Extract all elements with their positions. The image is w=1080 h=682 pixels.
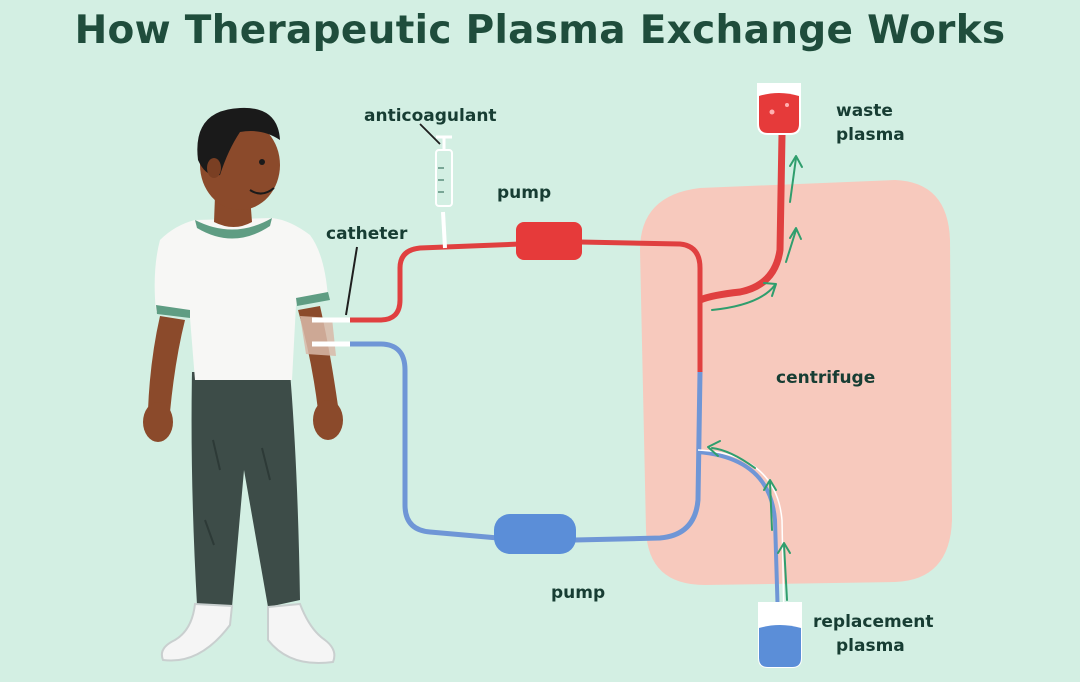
flow-arrow-icon [707,155,803,601]
replacement-plasma-bag-icon [758,602,802,668]
pump-bottom-label: pump [551,583,606,603]
pump-blue [494,514,576,554]
waste-plasma-line [698,134,786,304]
waste-plasma-label-line1: waste [836,101,893,121]
anticoagulant-label: anticoagulant [364,106,497,126]
replacement-plasma-label-line1: replacement [813,612,934,632]
centrifuge-area [640,180,952,585]
blood-draw-line [350,241,521,323]
anticoagulant-syringe-icon [435,135,453,207]
catheter-label: catheter [326,224,408,244]
diagram-title: How Therapeutic Plasma Exchange Works [74,8,1006,53]
replacement-plasma-label-line2: plasma [836,636,905,656]
blood-return-line [574,371,703,543]
waste-plasma-bag-icon [757,83,801,135]
catheter-pointer [345,246,358,316]
centrifuge-label: centrifuge [776,368,876,388]
person-figure [143,107,343,664]
pump-red [516,222,582,260]
pump-top-label: pump [497,183,552,203]
waste-plasma-label-line2: plasma [836,125,905,145]
